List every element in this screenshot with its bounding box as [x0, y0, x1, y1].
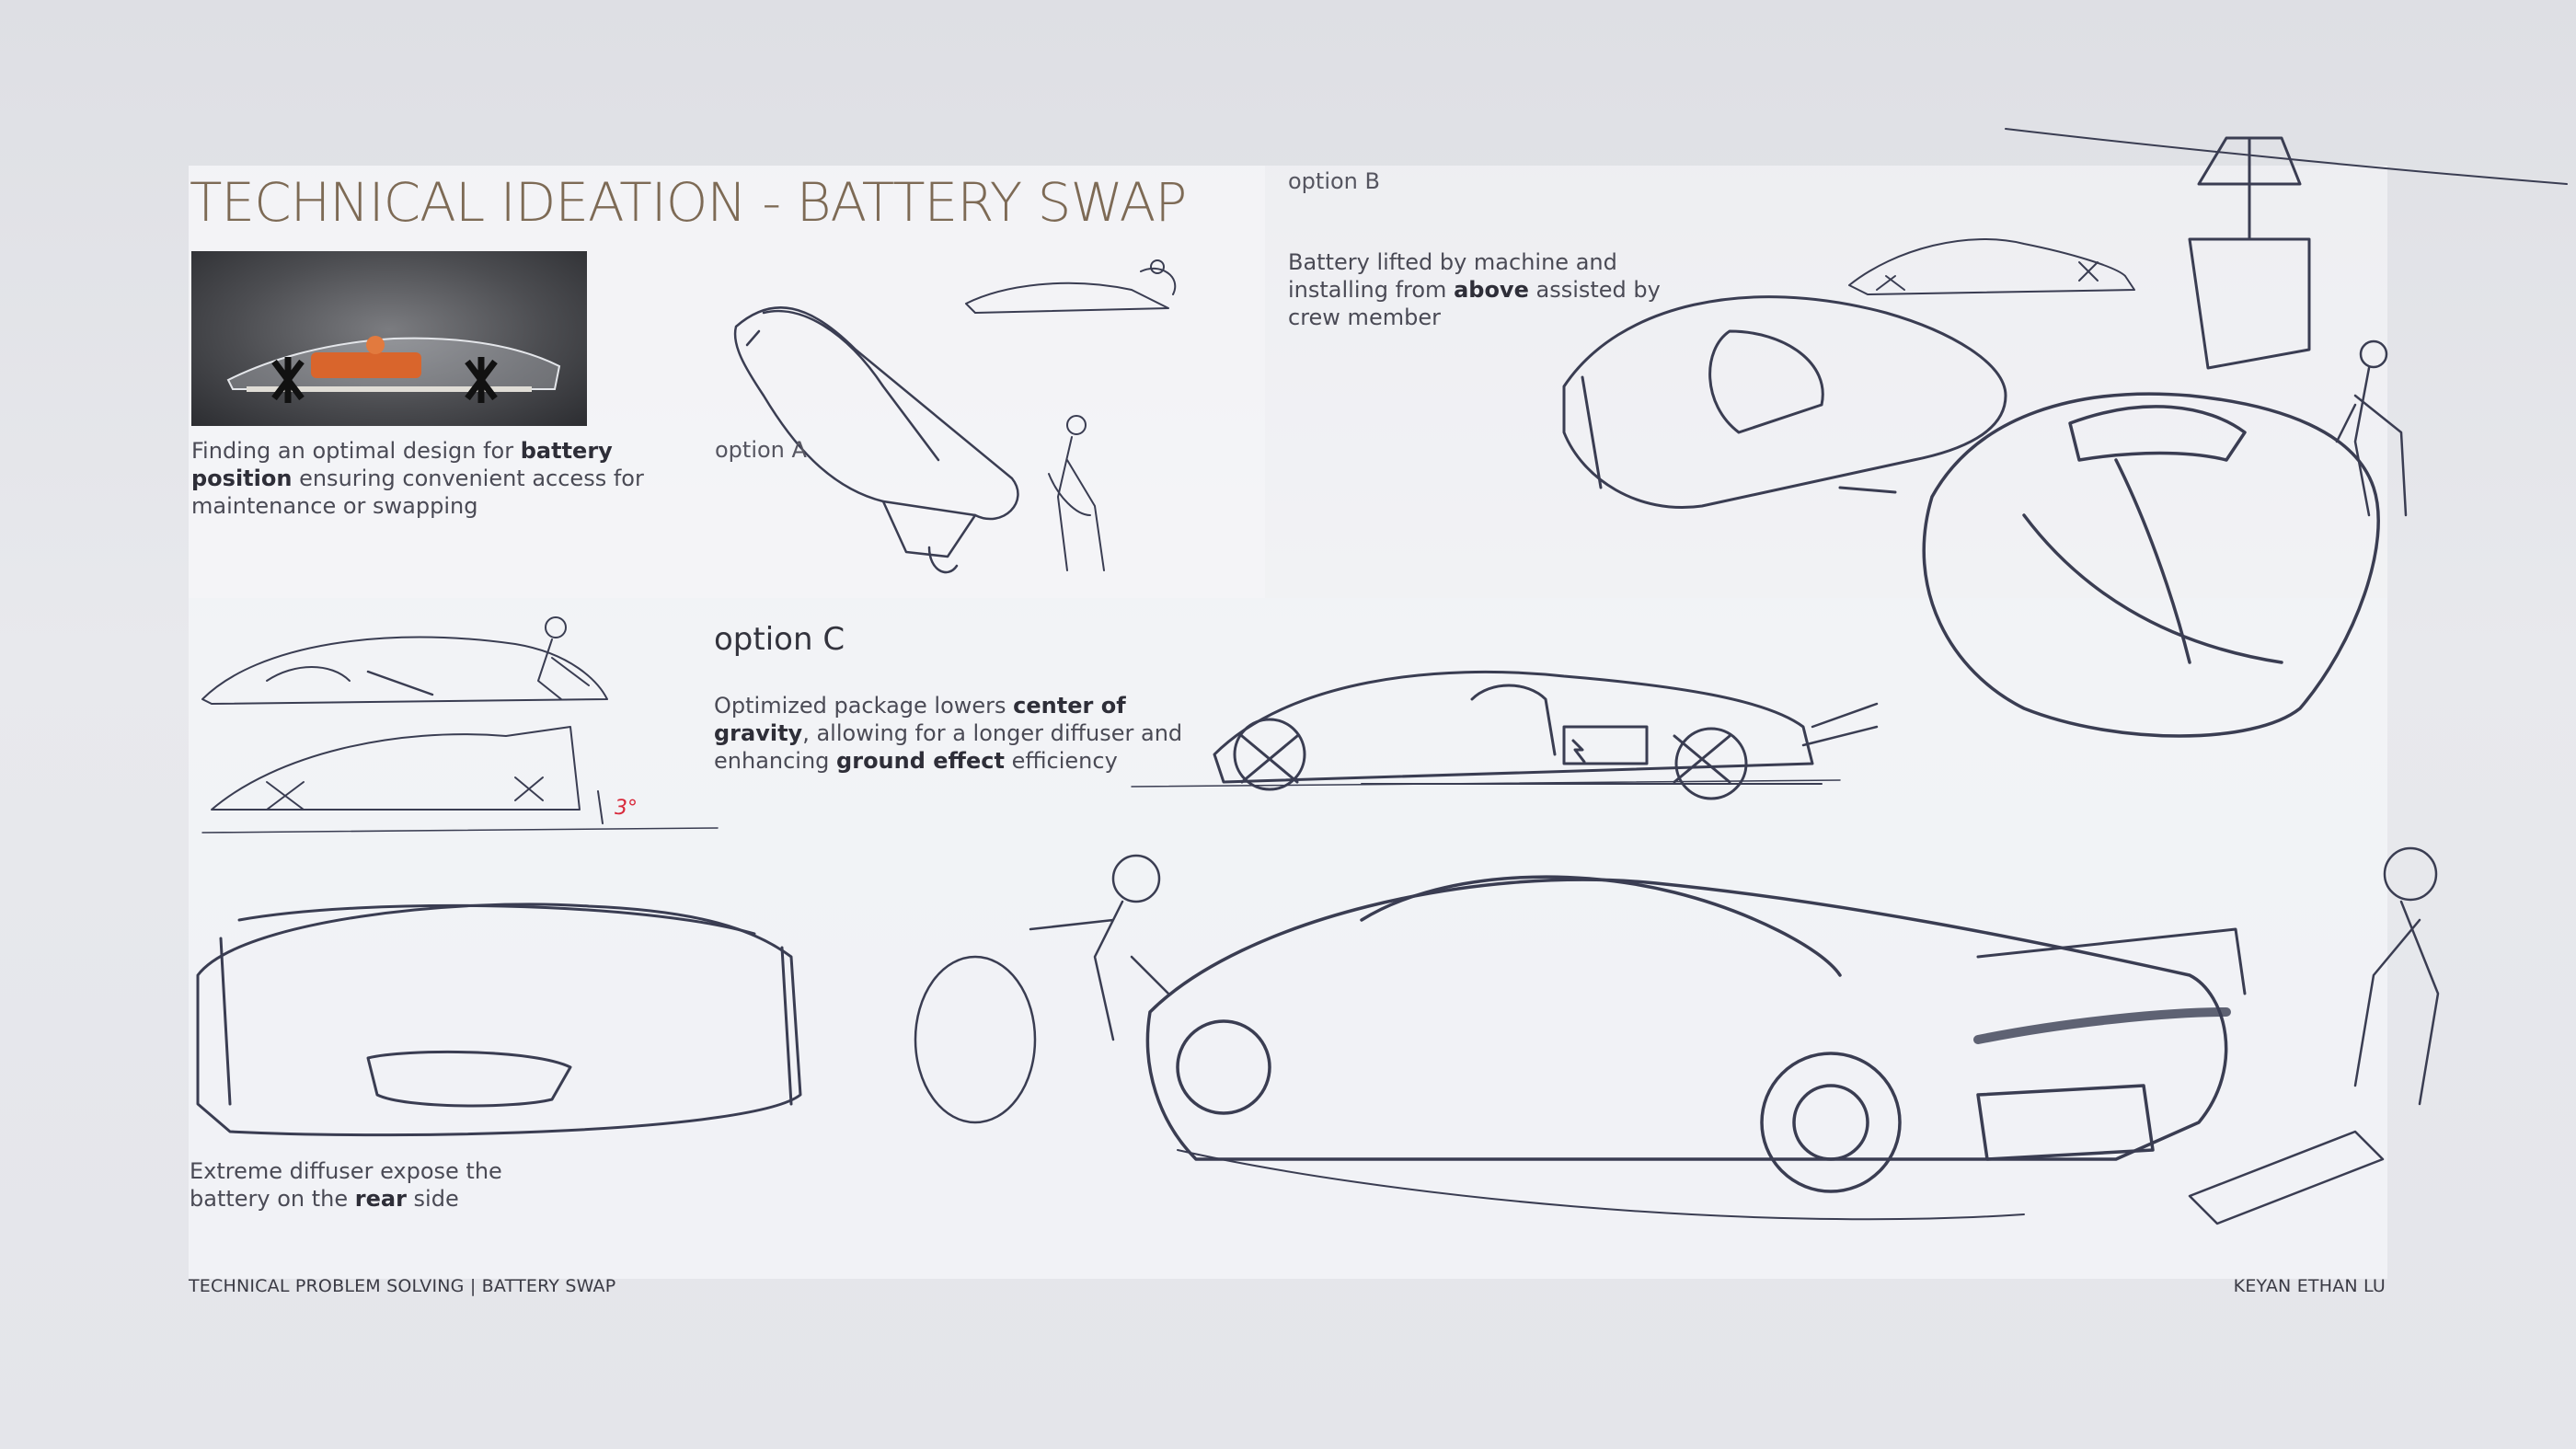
sketch-option-b-crew [2335, 339, 2408, 517]
sketch-option-a-topview [733, 306, 1019, 574]
sketch-option-c-side-1 [201, 616, 608, 705]
option-c-label: option C [714, 621, 845, 658]
sketch-option-c-main [1131, 670, 1879, 800]
sketch-large-car [1145, 875, 2247, 1221]
sketch-option-b-car [1562, 295, 2007, 509]
angle-annotation: 3° [615, 797, 638, 820]
option-b-label: option B [1288, 168, 1380, 194]
option-a-label: option A [715, 437, 807, 463]
sketch-diffuser-rear [196, 903, 802, 1137]
footer-section-title: TECHNICAL PROBLEM SOLVING | BATTERY SWAP [189, 1276, 616, 1296]
sketch-option-b-small-car [1848, 238, 2135, 295]
page-title: TECHNICAL IDEATION - BATTERY SWAP [190, 171, 1187, 234]
sketch-large-car-crew-right [2188, 846, 2440, 1225]
sketch-option-a-sideview [965, 259, 1177, 314]
option-b-description: Battery lifted by machine and installing… [1288, 249, 1661, 330]
footer-author: KEYAN ETHAN LU [2233, 1276, 2386, 1296]
sketch-option-c-side-2 [201, 726, 719, 834]
battery-position-description: Finding an optimal design for battery po… [191, 438, 644, 519]
battery-position-photo [191, 251, 587, 426]
sketch-large-car-crew-left [914, 854, 1170, 1124]
car-cutaway-illustration [226, 336, 561, 403]
top-right-panel [1265, 166, 2387, 598]
diffuser-description: Extreme diffuser expose the battery on t… [190, 1158, 502, 1212]
sketch-option-b-main-car [1922, 392, 2380, 738]
option-c-description: Optimized package lowers center of gravi… [714, 693, 1183, 774]
sketch-option-a-crew [1048, 415, 1105, 571]
sketch-option-b-machine [2005, 128, 2568, 370]
